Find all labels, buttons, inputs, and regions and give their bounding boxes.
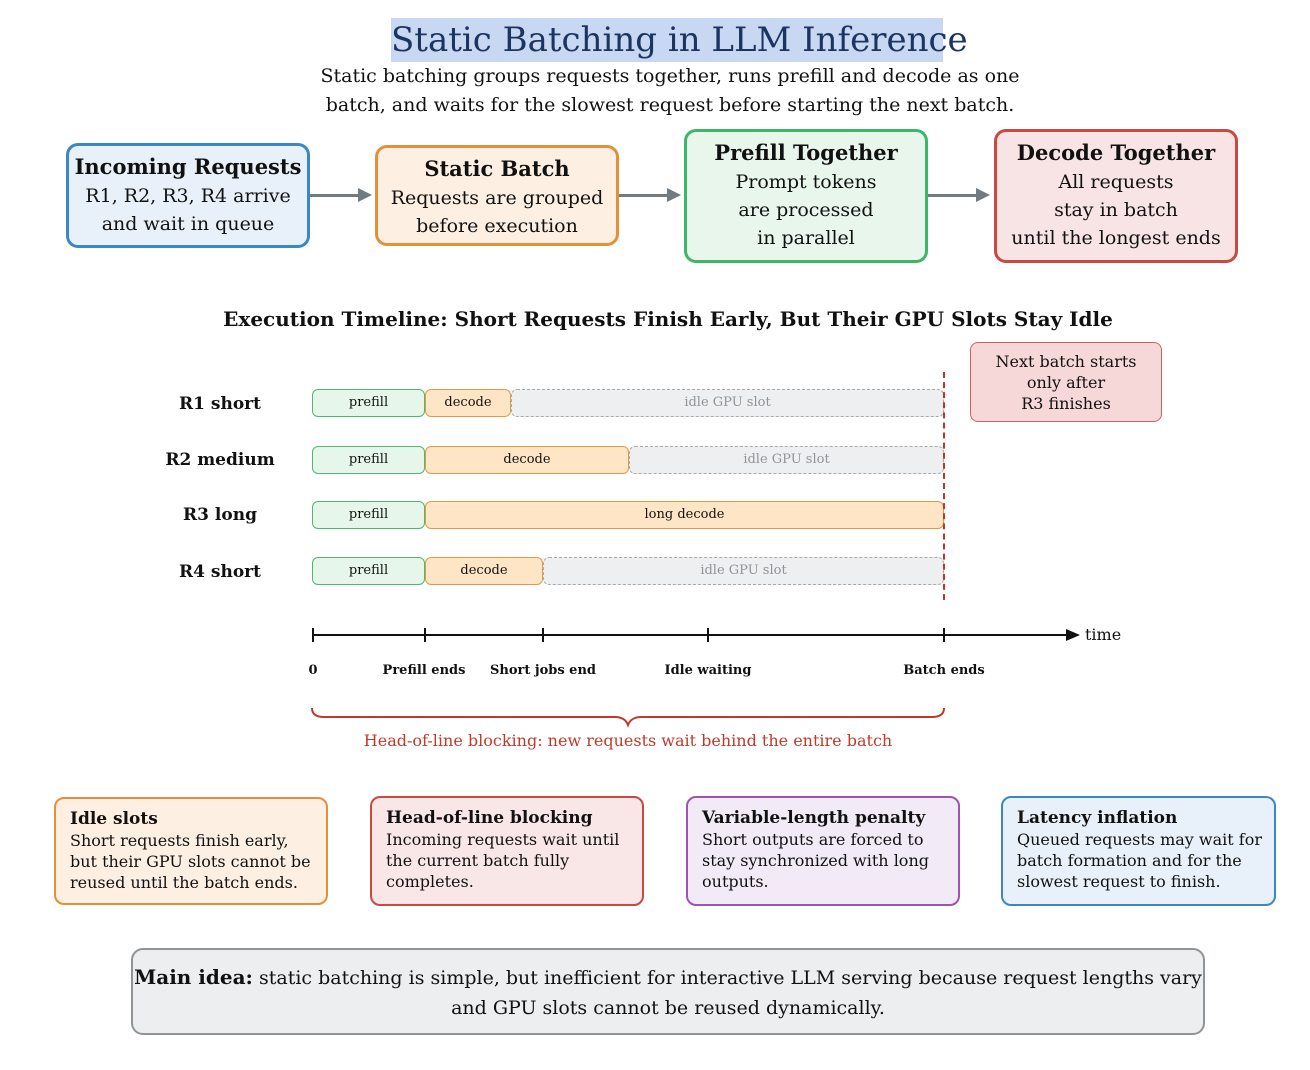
card-text: Short requests finish early, but their G… [70, 831, 311, 892]
axis-tick [312, 628, 314, 642]
main-idea-label: Main idea: [134, 965, 253, 989]
r2-decode-bar: decode [425, 446, 629, 474]
row-label-r4: R4 short [179, 562, 261, 582]
axis-tick-label: Batch ends [903, 663, 985, 678]
main-idea-text: static batching is simple, but inefficie… [259, 967, 1202, 1019]
card-title: Latency inflation [1017, 808, 1178, 828]
r2-idle-slot: idle GPU slot [629, 446, 944, 474]
axis-tick [707, 628, 709, 642]
row-label-r1: R1 short [179, 394, 261, 414]
card-title: Head-of-line blocking [386, 808, 593, 828]
flow-box-title: Static Batch [424, 156, 570, 181]
batch-end-marker [943, 372, 945, 600]
time-axis-label: time [1085, 625, 1122, 644]
card-head-of-line-blocking: Head-of-line blocking Incoming requests … [370, 796, 644, 906]
axis-tick [943, 628, 945, 642]
flow-arrow [928, 188, 990, 202]
axis-tick [424, 628, 426, 642]
flow-box-decode-together: Decode Together All requests stay in bat… [994, 129, 1238, 263]
card-text: Short outputs are forced to stay synchro… [702, 830, 929, 891]
row-label-r3: R3 long [183, 505, 257, 525]
r4-prefill-bar: prefill [312, 557, 425, 585]
axis-tick [542, 628, 544, 642]
card-variable-length-penalty: Variable-length penalty Short outputs ar… [686, 796, 960, 906]
r3-prefill-bar: prefill [312, 501, 425, 529]
flow-box-text: All requests stay in batch until the lon… [1011, 171, 1221, 249]
card-latency-inflation: Latency inflation Queued requests may wa… [1001, 796, 1276, 906]
flow-box-title: Incoming Requests [74, 154, 302, 179]
main-idea-box: Main idea: static batching is simple, bu… [131, 948, 1205, 1035]
card-idle-slots: Idle slots Short requests finish early, … [54, 797, 328, 905]
card-title: Variable-length penalty [702, 808, 926, 828]
r1-idle-slot: idle GPU slot [511, 389, 944, 417]
flow-box-title: Decode Together [1016, 140, 1216, 165]
r1-decode-bar: decode [425, 389, 511, 417]
flow-box-text: Prompt tokens are processed in parallel [735, 171, 877, 249]
flow-box-static-batch: Static Batch Requests are grouped before… [375, 145, 619, 246]
flow-box-title: Prefill Together [714, 140, 898, 165]
r3-long-decode-bar: long decode [425, 501, 944, 529]
r4-idle-slot: idle GPU slot [543, 557, 944, 585]
head-of-line-label: Head-of-line blocking: new requests wait… [363, 731, 893, 750]
axis-tick-label: Prefill ends [382, 663, 466, 678]
row-label-r2: R2 medium [165, 450, 275, 470]
r2-prefill-bar: prefill [312, 446, 425, 474]
flow-arrow [619, 188, 681, 202]
axis-tick-label: Idle waiting [664, 663, 752, 678]
time-axis [313, 634, 1068, 636]
flow-arrow [310, 188, 372, 202]
page-subtitle: Static batching groups requests together… [280, 62, 1060, 120]
r4-decode-bar: decode [425, 557, 543, 585]
subtitle-line-1: Static batching groups requests together… [320, 65, 1020, 87]
flow-box-text: R1, R2, R3, R4 arrive and wait in queue [85, 185, 291, 235]
head-of-line-brace [311, 707, 945, 728]
next-batch-note: Next batch starts only after R3 finishes [970, 342, 1162, 422]
card-text: Queued requests may wait for batch forma… [1017, 830, 1262, 891]
page-title: Static Batching in LLM Inference [391, 18, 968, 62]
axis-tick-label: Short jobs end [489, 663, 596, 678]
r1-prefill-bar: prefill [312, 389, 425, 417]
flow-box-text: Requests are grouped before execution [390, 187, 604, 237]
card-title: Idle slots [70, 809, 158, 829]
subtitle-line-2: batch, and waits for the slowest request… [325, 94, 1015, 116]
timeline-title: Execution Timeline: Short Requests Finis… [223, 307, 1113, 331]
time-axis-arrowhead [1066, 629, 1080, 641]
flow-box-incoming-requests: Incoming Requests R1, R2, R3, R4 arrive … [66, 143, 310, 248]
card-text: Incoming requests wait until the current… [386, 830, 620, 891]
axis-tick-label: 0 [308, 663, 318, 678]
flow-box-prefill-together: Prefill Together Prompt tokens are proce… [684, 129, 928, 263]
